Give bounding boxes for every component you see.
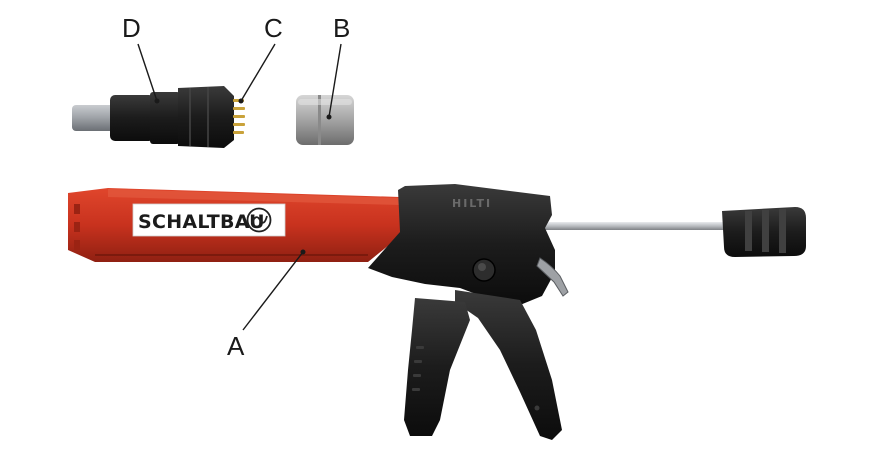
release-lever: [536, 257, 569, 297]
leader-line-d: [137, 43, 158, 102]
trigger: [455, 290, 562, 440]
push-rod: [540, 222, 755, 230]
cable: [72, 105, 116, 131]
brand-label-text: SCHALTBAU: [138, 211, 265, 233]
contact-pins: [233, 99, 245, 134]
cable-strain-relief: [110, 95, 154, 141]
callout-label-b: B: [333, 13, 350, 43]
hand-grip: [404, 298, 470, 436]
maker-logo-text: HILTI: [452, 197, 492, 210]
callout-a: A: [227, 249, 306, 361]
metal-sleeve: [296, 95, 354, 145]
callout-label-a: A: [227, 331, 245, 361]
leader-line-b: [328, 43, 342, 118]
callout-d: D: [122, 13, 160, 104]
leader-line-c: [240, 43, 276, 102]
dispenser-tool: SCHALTBAU HILTI: [68, 184, 806, 440]
connector-plug: [72, 86, 245, 148]
callout-label-d: D: [122, 13, 141, 43]
brand-logo-icon: [246, 207, 272, 233]
callout-b: B: [326, 13, 350, 120]
plug-body: [150, 92, 180, 144]
gun-frame: [368, 184, 555, 305]
coupling-nut: [178, 86, 234, 148]
callout-c: C: [238, 13, 283, 104]
callout-label-c: C: [264, 13, 283, 43]
leader-line-a: [242, 251, 304, 331]
